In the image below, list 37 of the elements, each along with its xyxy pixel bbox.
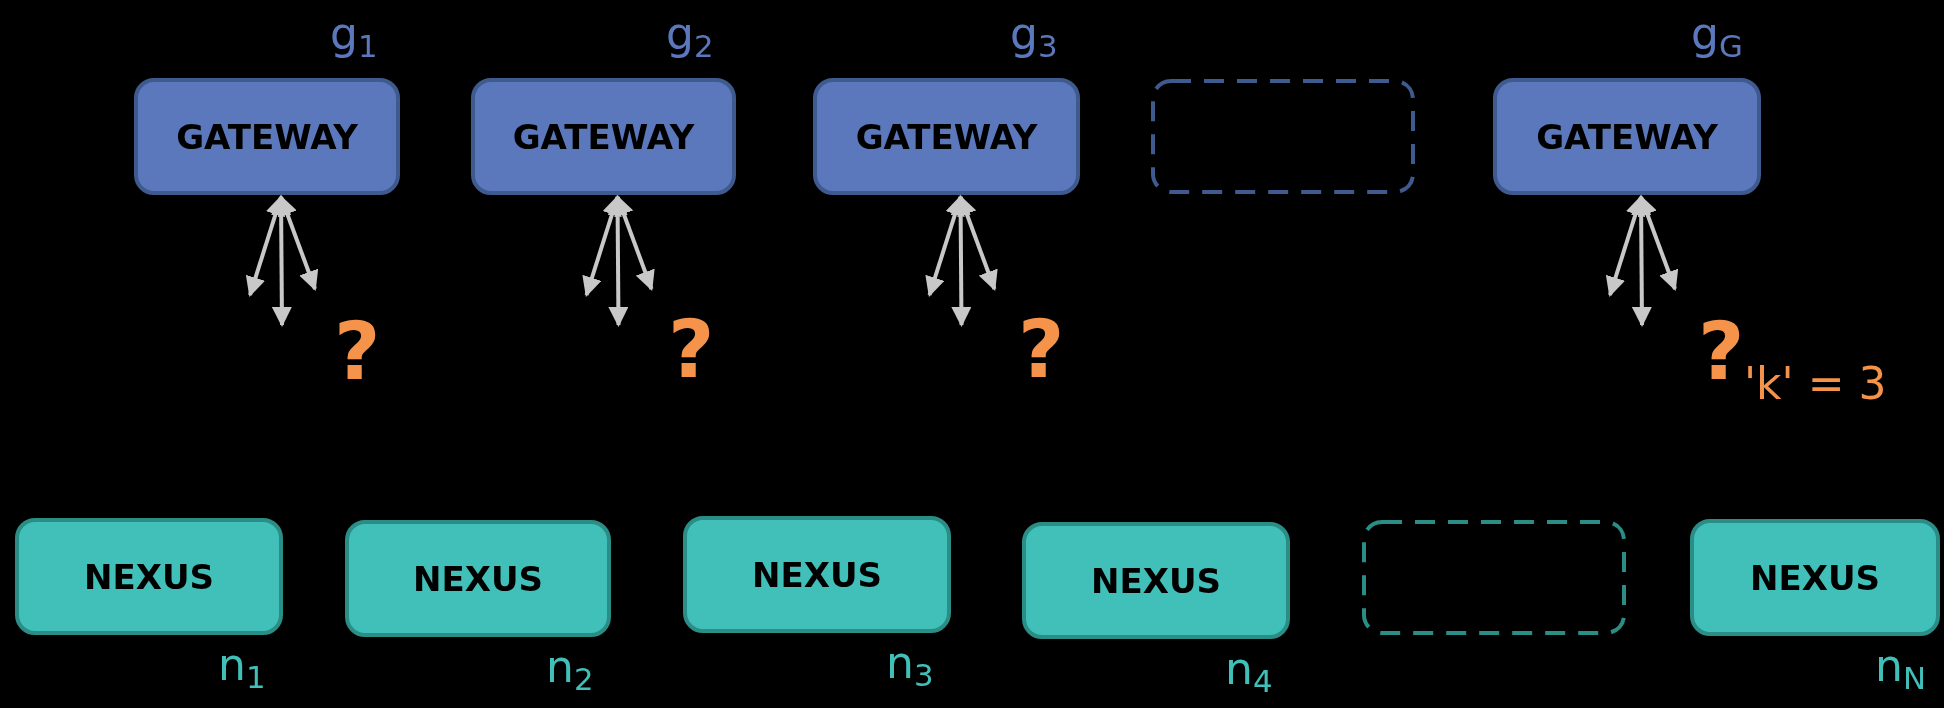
gateway-box: GATEWAY [813,78,1080,195]
nexus-index-label: n$_{3}$ [886,641,934,685]
question-mark: ? [668,310,715,390]
double-arrow [1631,195,1652,327]
question-mark: ? [1018,310,1065,390]
parameter-label: 'k' = 3 [1744,362,1887,406]
nexus-box: NEXUS [1022,522,1290,639]
double-arrow [925,195,965,297]
empty-nexus-slot [1361,519,1627,636]
double-arrow [1637,195,1679,291]
double-arrow [607,195,629,327]
double-arrow [1605,195,1646,297]
nexus-index-label: n$_{N}$ [1875,644,1926,688]
question-mark: ? [334,312,381,392]
double-arrow [957,195,998,291]
double-arrow [245,195,286,297]
double-arrow [277,195,319,291]
question-mark: ? [1698,312,1745,392]
gateway-box: GATEWAY [471,78,736,195]
nexus-box: NEXUS [1690,519,1940,636]
gateway-index-label: g$_{G}$ [1691,12,1743,56]
gateway-box: GATEWAY [1493,78,1761,195]
double-arrow [614,195,655,291]
nexus-index-label: n$_{2}$ [546,645,594,689]
gateway-box: GATEWAY [134,78,400,195]
gateway-index-label: g$_{3}$ [1010,12,1058,56]
nexus-box: NEXUS [345,520,611,637]
double-arrow [271,195,292,327]
nexus-index-label: n$_{4}$ [1225,647,1273,691]
gateway-index-label: g$_{2}$ [666,12,714,56]
gateway-index-label: g$_{1}$ [330,12,378,56]
nexus-box: NEXUS [15,518,283,635]
double-arrow [950,195,972,327]
nexus-box: NEXUS [683,516,951,633]
nexus-index-label: n$_{1}$ [218,643,266,687]
empty-gateway-slot [1150,78,1416,195]
double-arrow [582,195,622,297]
